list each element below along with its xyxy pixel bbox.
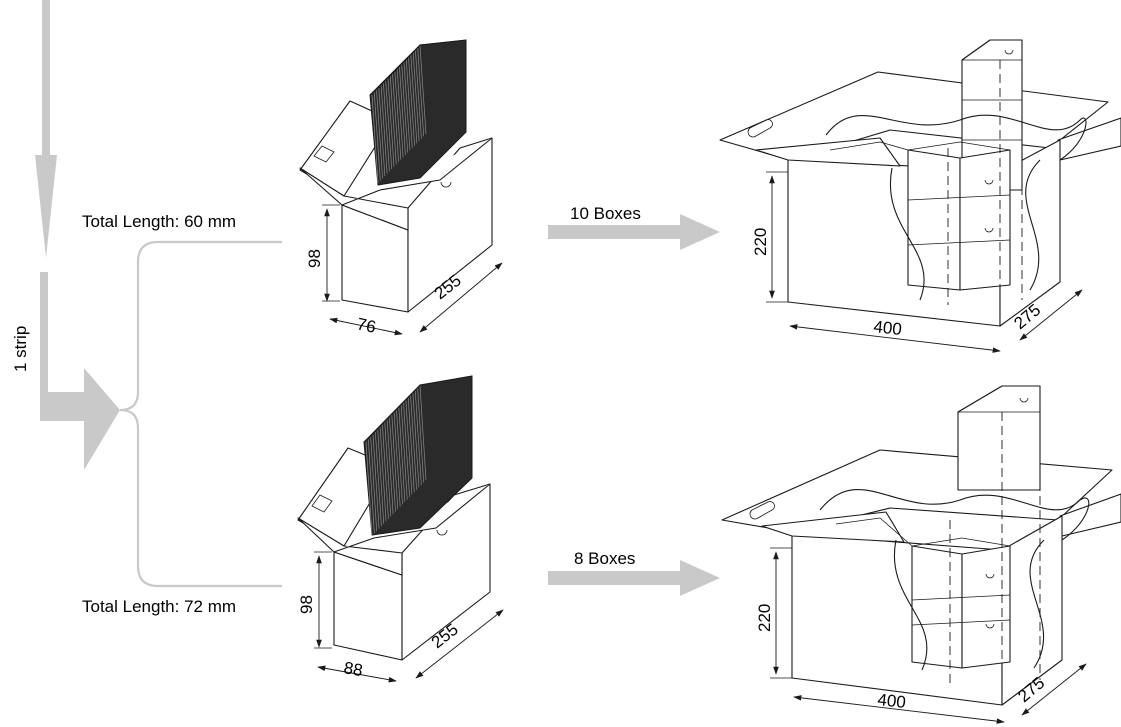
tube-line: [380, 85, 388, 174]
top-length-label: Total Length: 60 mm: [82, 212, 236, 231]
small-box-bottom: 98 88 255: [297, 375, 504, 683]
tube-line: [373, 92, 381, 181]
tube-line: [387, 78, 395, 167]
tube-stack-top: [369, 39, 467, 186]
tube-line: [412, 393, 420, 488]
tube-line: [386, 420, 394, 515]
small-top-width-dim: 76: [355, 314, 377, 337]
tube-line: [417, 388, 425, 483]
tube-line: [410, 55, 418, 144]
tube-line: [391, 415, 399, 510]
tube-line: [393, 412, 401, 507]
tube-line: [405, 400, 413, 495]
arrow-bottom-boxes: [548, 560, 720, 596]
tube-line: [377, 429, 385, 524]
tube-line: [396, 69, 404, 158]
tube-line: [401, 64, 409, 153]
tube-line: [389, 76, 397, 165]
tube-line: [407, 398, 415, 493]
bottom-length-label: Total Length: 72 mm: [82, 597, 236, 616]
small-top-height-dim: 98: [305, 249, 324, 268]
flow-arrows: [35, 0, 282, 588]
bottom-boxes-label: 8 Boxes: [574, 549, 635, 568]
large-bottom-height-dim: 220: [755, 604, 774, 632]
large-top-width-dim: 400: [873, 317, 903, 339]
tube-line: [415, 50, 422, 139]
tube-line: [399, 66, 406, 156]
tube-line: [365, 441, 373, 537]
large-top-height-dim: 220: [751, 228, 770, 256]
tube-line: [389, 417, 396, 512]
split-arrow: [40, 272, 120, 470]
tube-line: [400, 405, 408, 500]
tube-line: [379, 427, 387, 522]
tube-line: [403, 403, 410, 498]
small-box-top: 98 76 255: [299, 39, 503, 337]
tube-line: [408, 57, 415, 146]
tube-line: [412, 52, 420, 142]
tube-line: [375, 432, 382, 527]
tube-line: [382, 424, 389, 519]
large-box-top: 220 400 275: [719, 39, 1121, 353]
tube-line: [419, 385, 427, 481]
tube-line: [383, 83, 390, 172]
tube-line: [392, 73, 399, 163]
tube-line: [384, 422, 392, 517]
down-arrow: [35, 0, 57, 258]
tube-line: [403, 62, 411, 151]
tube-line: [385, 80, 393, 170]
tube-line: [398, 407, 406, 502]
strip-label: 1 strip: [11, 326, 30, 372]
tube-line: [394, 71, 402, 160]
tube-line: [405, 59, 413, 149]
top-boxes-label: 10 Boxes: [570, 204, 641, 223]
tube-line: [378, 87, 386, 177]
tube-line: [367, 439, 375, 534]
branch-brace: [119, 240, 282, 588]
tube-line: [414, 390, 422, 485]
tube-line: [376, 90, 383, 179]
tube-line: [419, 45, 427, 135]
tube-stack-bottom: [363, 375, 473, 537]
arrow-top-boxes: [548, 214, 720, 250]
tube-line: [370, 437, 378, 532]
tube-line: [410, 395, 417, 490]
tube-line: [372, 434, 380, 529]
large-box-bottom: 220 400 275: [721, 385, 1121, 724]
tube-line: [371, 94, 379, 184]
large-bottom-width-dim: 400: [877, 690, 907, 712]
small-bottom-width-dim: 88: [342, 658, 364, 680]
small-bottom-height-dim: 98: [297, 595, 316, 614]
tube-line: [396, 410, 403, 505]
tube-line: [417, 48, 425, 137]
